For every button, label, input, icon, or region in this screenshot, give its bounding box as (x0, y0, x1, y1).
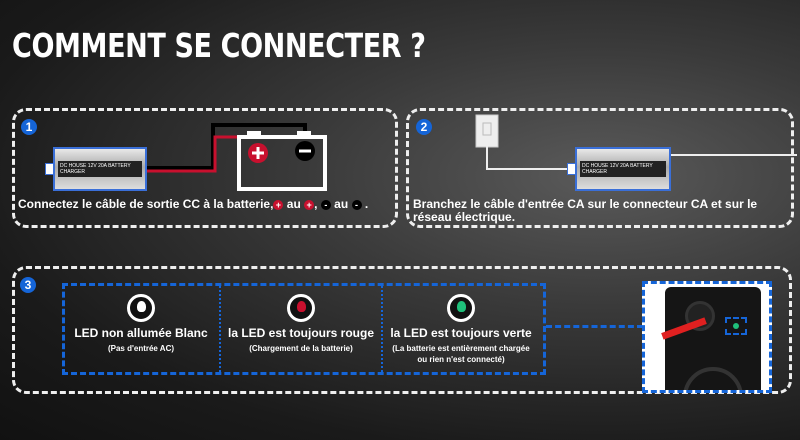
led-status-green: la LED est toujours verte (La batterie e… (381, 294, 541, 365)
caption-line-1: Branchez le câble d'entrée CA sur le con… (413, 197, 758, 211)
charger-led-photo (642, 281, 772, 393)
charger-brand: DC HOUSE (60, 163, 87, 169)
led-status-group: LED non allumée Blanc (Pas d'entrée AC) … (62, 283, 546, 375)
caption-text: Connectez le câble de sortie CC à la bat… (18, 197, 274, 211)
red-bulb-icon (287, 294, 315, 322)
led-title: la LED est toujours verte (390, 326, 532, 340)
led-title: la LED est toujours rouge (227, 326, 374, 340)
caption-end: . (364, 197, 369, 211)
charger-model: 12V 20A BATTERY CHARGER (60, 163, 131, 175)
led-status-red: la LED est toujours rouge (Chargement de… (221, 294, 381, 354)
led-subtitle: (La batterie est entièrement chargée ou … (392, 344, 530, 364)
plus-icon: + (273, 199, 284, 210)
connector-line (546, 325, 734, 328)
green-led-indicator (733, 323, 739, 329)
battery-icon (237, 131, 327, 191)
caption-au: au (286, 197, 301, 211)
led-title: LED non allumée Blanc (74, 326, 208, 340)
caption-line-2: réseau électrique. (413, 210, 516, 224)
led-status-white: LED non allumée Blanc (Pas d'entrée AC) (61, 294, 221, 354)
caption-comma: , (314, 197, 318, 211)
battery-charger-image: DC HOUSE 12V 20A BATTERY CHARGER (45, 147, 147, 191)
minus-icon: - (320, 199, 331, 210)
minus-icon: - (351, 199, 362, 210)
white-bulb-icon (127, 294, 155, 322)
step-number: 3 (20, 277, 36, 293)
step-2-caption: Branchez le câble d'entrée CA sur le con… (413, 198, 757, 224)
wiring-diagram (147, 123, 327, 191)
step-number: 1 (21, 119, 37, 135)
led-subtitle: (Chargement de la batterie) (249, 344, 353, 353)
page-title: COMMENT SE CONNECTER ? (12, 26, 426, 65)
step-3-panel: 3 LED non allumée Blanc (Pas d'entrée AC… (12, 266, 792, 394)
plus-icon: + (304, 199, 315, 210)
battery-charger-image: DC HOUSE 12V 20A BATTERY CHARGER (567, 147, 671, 191)
step-number: 2 (416, 119, 432, 135)
caption-au: au (334, 197, 349, 211)
charger-model: 12V 20A BATTERY CHARGER (582, 163, 653, 175)
led-subtitle: (Pas d'entrée AC) (107, 344, 175, 353)
step-1-caption: Connectez le câble de sortie CC à la bat… (18, 198, 368, 211)
green-bulb-icon (447, 294, 475, 322)
step-2-panel: 2 DC HOUSE 12V 20A BATTERY CHARGER Branc… (406, 108, 797, 228)
step-1-panel: 1 DC HOUSE 12V 20A BATTERY CHARGER Conne… (12, 108, 398, 228)
ac-wiring-diagram (475, 114, 797, 170)
charger-brand: DC HOUSE (582, 163, 609, 169)
